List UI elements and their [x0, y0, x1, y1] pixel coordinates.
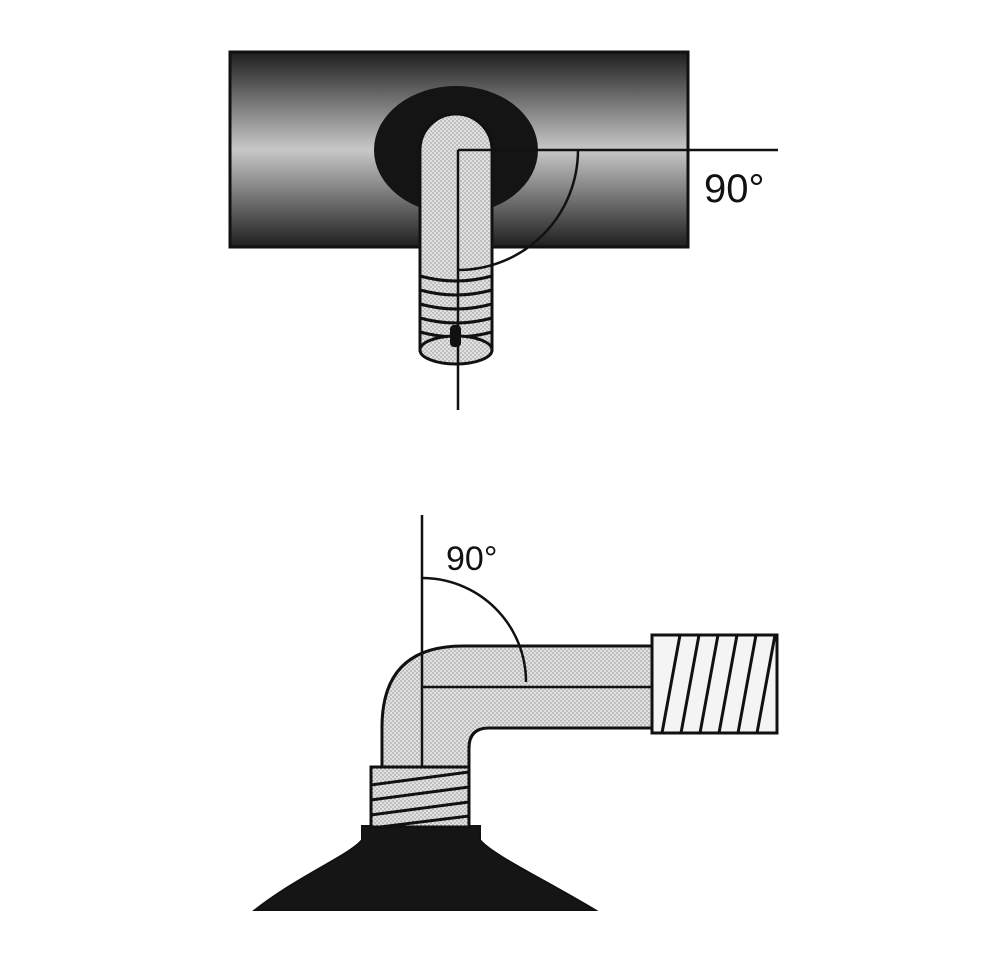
side-angle-indicator [420, 515, 528, 767]
valve-lower-threads [369, 765, 471, 829]
valve-rubber-base-side [252, 825, 599, 911]
side-view-diagram: 90° [252, 515, 779, 911]
top-view-diagram: 90° [228, 50, 778, 410]
valve-end-threads [650, 633, 779, 735]
side-angle-label: 90° [446, 540, 497, 578]
valve-bent-stem [380, 644, 654, 769]
valve-stem [418, 112, 494, 366]
top-angle-indicator [456, 148, 778, 410]
valve-stem-threads [419, 274, 493, 339]
valve-core [450, 325, 461, 347]
top-angle-label: 90° [704, 167, 765, 211]
